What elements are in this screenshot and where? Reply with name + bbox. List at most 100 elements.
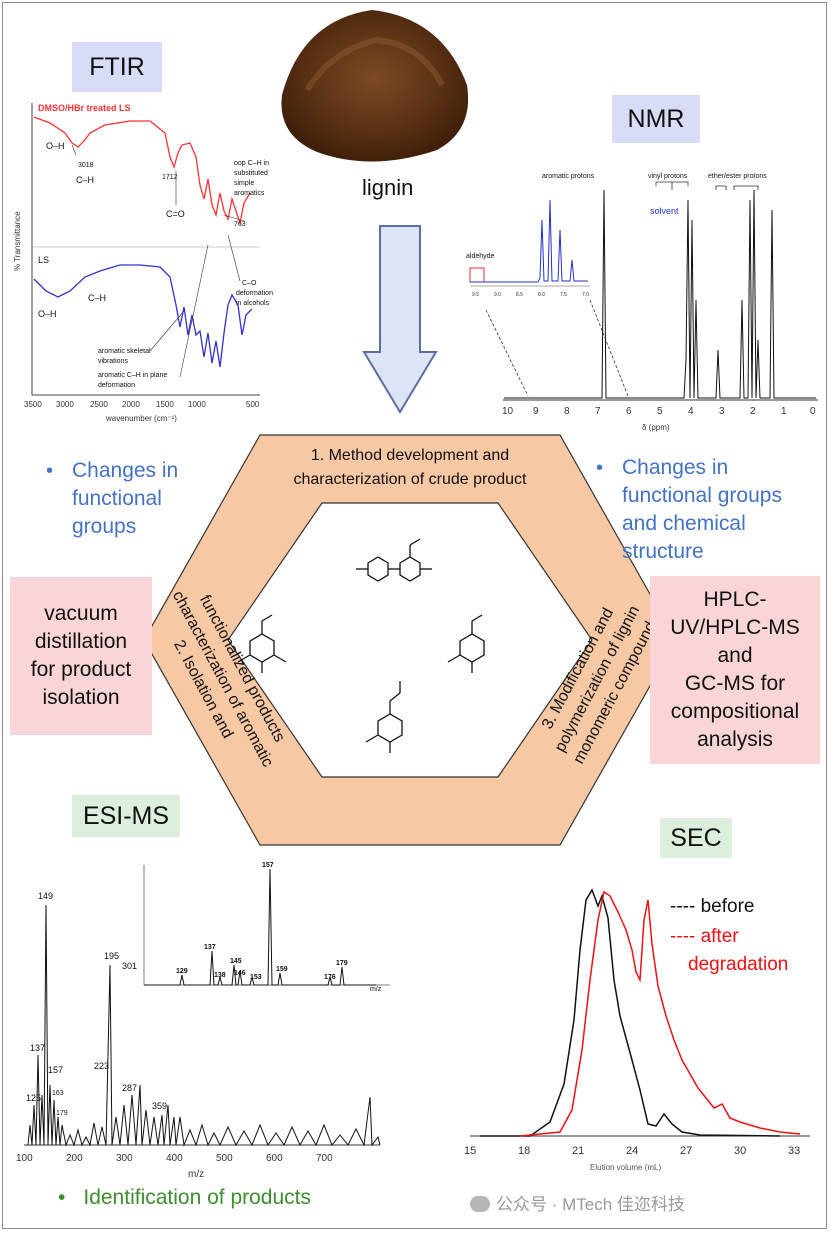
sec-before-curve	[480, 888, 781, 1137]
bullet-dot-icon: •	[58, 1186, 66, 1209]
esims-xtick: 500	[216, 1153, 233, 1164]
right-box-line: analysis	[697, 728, 773, 751]
ftir-xtick: 3500	[24, 400, 42, 409]
nmr-inset-tick: 7.0	[582, 292, 589, 298]
esims-peaks	[27, 904, 381, 1147]
ftir-ann-763: 763	[234, 221, 246, 228]
esims-inset-peak: 159	[276, 966, 288, 973]
left-box-line: vacuum	[44, 602, 118, 625]
hplc-gcms-box: HPLC- UV/HPLC-MS and GC-MS for compositi…	[650, 576, 820, 764]
nmr-ann-vinyl: vinyl protons	[648, 173, 688, 180]
ftir-ann-oop1: oop C–H in	[234, 160, 269, 167]
nmr-xtick: 8	[564, 406, 570, 417]
right-bullet-line: functional groups	[622, 484, 782, 507]
nmr-ann-aldehyde: aldehyde	[466, 253, 495, 260]
esims-inset-peaks	[144, 868, 376, 986]
ftir-ann-plane1: aromatic C–H in plane	[98, 372, 167, 379]
left-box-line: for product	[30, 658, 132, 681]
ftir-ann-ch-top: C–H	[76, 175, 94, 185]
nmr-spectrum: aromatic protons vinyl protons ether/est…	[466, 173, 818, 432]
ftir-xtick: 2000	[122, 400, 140, 409]
nmr-ann-ether: ether/ester protons	[708, 173, 767, 180]
sec-xtick: 27	[680, 1145, 692, 1157]
down-arrow-icon	[362, 225, 438, 414]
esims-inset-peak: 153	[250, 974, 262, 981]
sec-legend-after: ---- after	[670, 926, 739, 947]
nmr-xtick: 1	[781, 406, 787, 417]
ftir-ann-skel1: aromatic skeletal	[98, 348, 151, 355]
esims-peak-label: 149	[38, 891, 53, 901]
esims-peak-label: 179	[56, 1110, 68, 1117]
step1-line1: 1. Method development and	[311, 447, 509, 464]
ftir-ann-1712: 1712	[162, 174, 178, 181]
right-box-line: UV/HPLC-MS	[670, 616, 800, 639]
bottom-bullet: •Identification of products	[58, 1186, 311, 1210]
right-box-line: HPLC-	[703, 588, 767, 611]
sec-xtick: 33	[788, 1145, 800, 1157]
sec-xtick: 24	[626, 1145, 638, 1157]
nmr-inset-tick: 7.5	[560, 292, 567, 298]
step1-line2: characterization of crude product	[293, 471, 527, 488]
bullet-dot-icon: •	[596, 457, 604, 479]
right-bullet-line: and chemical	[622, 512, 746, 535]
sec-after-curve	[519, 890, 801, 1137]
left-bullet-line: Changes in	[72, 459, 179, 482]
nmr-xtick: 6	[626, 406, 632, 417]
sec-xtick: 18	[518, 1145, 530, 1157]
esims-inset-peak: 129	[176, 968, 188, 975]
wechat-icon	[470, 1196, 490, 1212]
right-bullet-line: structure	[622, 540, 704, 563]
sec-legend-before: ---- before	[670, 896, 754, 917]
left-bullet: • Changes in functional groups	[46, 457, 179, 541]
sec-xtick: 21	[572, 1145, 584, 1157]
esims-peak-label: 137	[30, 1043, 45, 1053]
nmr-inset-curve	[470, 199, 588, 283]
sec-chromatogram: ---- before ---- after degradation 15 18…	[464, 888, 810, 1172]
ftir-xtick: 2500	[90, 400, 108, 409]
left-box-line: isolation	[42, 686, 120, 709]
esims-xtick: 100	[16, 1153, 33, 1164]
esims-inset-peak: 146	[234, 970, 246, 977]
nmr-tag: NMR	[612, 95, 700, 143]
ftir-ann-codef2: deformation	[236, 290, 273, 297]
ftir-ann-oop2: substituted	[234, 170, 268, 177]
ftir-ann-plane2: deformation	[98, 382, 135, 389]
esims-inset-peak: 138	[214, 972, 226, 979]
esims-peak-label: 359	[152, 1101, 167, 1111]
esims-peak-label: 287	[122, 1083, 137, 1093]
ftir-ylabel: % Transmittance	[13, 211, 22, 271]
esims-xtick: 400	[166, 1153, 183, 1164]
esims-xtick: 600	[266, 1153, 283, 1164]
esims-peak-label: 163	[52, 1090, 64, 1097]
nmr-xlabel: δ (ppm)	[642, 423, 670, 432]
nmr-ann-aromatic: aromatic protons	[542, 173, 595, 180]
esims-inset-peak: 176	[324, 974, 336, 981]
left-box-line: distillation	[34, 630, 128, 653]
nmr-xtick: 7	[595, 406, 601, 417]
esims-spectrum: 149 195 301 137 157 223 287 125 163 179 …	[16, 862, 390, 1180]
ftir-tag: FTIR	[72, 42, 162, 92]
esims-peak-label: 125	[26, 1093, 41, 1103]
esims-inset-peak: 179	[336, 960, 348, 967]
ftir-ann-skel2: vibrations	[98, 358, 128, 365]
biphenyl-molecule-icon	[356, 538, 432, 582]
right-bullet: • Changes in functional groups and chemi…	[596, 454, 782, 566]
left-bullet-line: groups	[72, 515, 137, 538]
nmr-main-curve	[504, 189, 816, 399]
ftir-bottom-label: LS	[38, 255, 49, 265]
sec-xlabel: Elution volume (mL)	[590, 1163, 661, 1172]
esims-xlabel: m/z	[188, 1169, 204, 1180]
esims-peak-label: 195	[104, 951, 119, 961]
ftir-ann-oop4: aromatics	[234, 190, 265, 197]
nmr-xtick: 9	[533, 406, 539, 417]
lignin-label: lignin	[362, 175, 414, 200]
esims-xtick: 300	[116, 1153, 133, 1164]
ftir-ann-oop3: simple	[234, 180, 254, 187]
vacuum-distillation-box: vacuum distillation for product isolatio…	[10, 577, 152, 735]
sec-xtick: 30	[734, 1145, 746, 1157]
nmr-inset-tick: 8.0	[538, 292, 545, 298]
nmr-ann-solvent: solvent	[650, 206, 679, 216]
right-box-line: compositional	[670, 700, 800, 723]
